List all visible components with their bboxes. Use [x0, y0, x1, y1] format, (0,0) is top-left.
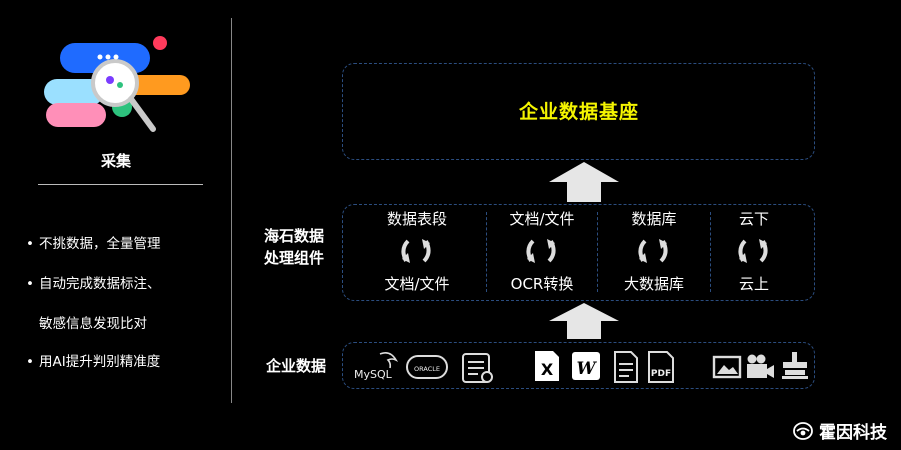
svg-text:W: W [576, 359, 597, 379]
up-arrow-icon [549, 162, 619, 202]
column-top-label: 数据表段 [386, 210, 447, 228]
column-top-label: 数据库 [631, 210, 677, 228]
bullet-item-continuation: 敏感信息发现比对 [39, 316, 147, 332]
enterprise-data-label: 企业数据 [265, 357, 326, 375]
pdf-icon: PDF [648, 351, 674, 383]
up-arrow-icon [549, 303, 619, 339]
column-separator [486, 212, 487, 292]
oracle-logo-icon: ORACLE [406, 355, 448, 379]
brand-name: 霍因科技 [819, 423, 887, 443]
mysql-logo-icon: MySQL [354, 352, 399, 381]
processing-components-label: 海石数据处理组件 [263, 227, 324, 267]
data-collection-illustration [44, 36, 190, 132]
hadoop-logo-icon [462, 353, 493, 383]
left-title: 采集 [100, 152, 131, 170]
svg-text:PDF: PDF [651, 369, 671, 379]
column-bottom-label: 文档/文件 [384, 275, 450, 293]
convert-arrows-icon [401, 239, 431, 263]
column-top-label: 文档/文件 [509, 210, 575, 228]
column-bottom-label: OCR转换 [510, 275, 574, 293]
processing-components-box [342, 204, 815, 301]
vertical-divider [231, 18, 232, 403]
column-top-label: 云下 [738, 210, 769, 228]
bullet-item: •不挑数据，全量管理 [26, 236, 161, 252]
bullet-item: •用AI提升判别精准度 [26, 354, 161, 370]
enterprise-data-foundation-title: 企业数据基座 [518, 101, 639, 123]
conversion-column: 文档/文件 OCR转换 [487, 208, 597, 294]
image-icon [712, 355, 742, 379]
svg-text:X: X [541, 360, 554, 379]
word-icon: W [572, 352, 600, 380]
enterprise-data-foundation-box [342, 63, 815, 160]
column-bottom-label: 云上 [738, 275, 769, 293]
conversion-column: 云下 云上 [711, 208, 797, 294]
conversion-column: 数据表段 文档/文件 [362, 208, 472, 294]
scanner-icon [782, 352, 808, 379]
convert-arrows-icon [738, 239, 768, 263]
convert-arrows-icon [526, 239, 556, 263]
excel-icon: X [535, 351, 559, 381]
brand-logo-icon [793, 421, 813, 440]
column-bottom-label: 大数据库 [623, 275, 684, 293]
left-divider [38, 184, 203, 185]
column-separator [597, 212, 598, 292]
svg-text:MySQL: MySQL [354, 368, 393, 381]
enterprise-data-sources-box [342, 342, 815, 389]
bullet-item: •自动完成数据标注、 [26, 276, 161, 292]
conversion-column: 数据库 大数据库 [598, 208, 710, 294]
video-camera-icon [747, 354, 774, 378]
document-icon [614, 351, 638, 383]
convert-arrows-icon [638, 239, 668, 263]
svg-text:ORACLE: ORACLE [414, 365, 440, 373]
brand: 霍因科技 [793, 418, 887, 443]
column-separator [710, 212, 711, 292]
